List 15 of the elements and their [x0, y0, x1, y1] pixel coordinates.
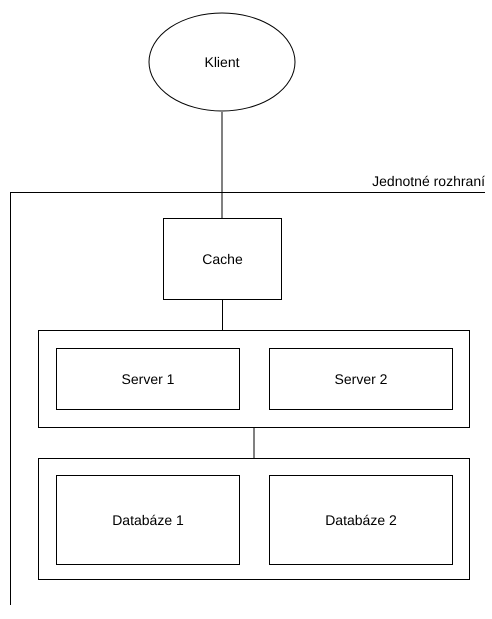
node-label: Databáze 1 — [112, 510, 184, 530]
node-label: Server 2 — [334, 370, 388, 388]
connector-line — [222, 300, 223, 330]
process-box — [56, 348, 240, 410]
group-box — [38, 330, 470, 428]
process-box — [163, 218, 282, 300]
process-box — [269, 348, 453, 410]
node-label: Server 1 — [122, 370, 174, 388]
boundary-label: Jednotné rozhraní — [372, 172, 485, 191]
process-box — [56, 475, 240, 565]
node-label: Databáze 2 — [325, 510, 397, 530]
group-box — [38, 458, 470, 580]
node-label: Cache — [202, 250, 243, 268]
node-label: Klient — [204, 52, 240, 72]
process-box — [269, 475, 453, 565]
